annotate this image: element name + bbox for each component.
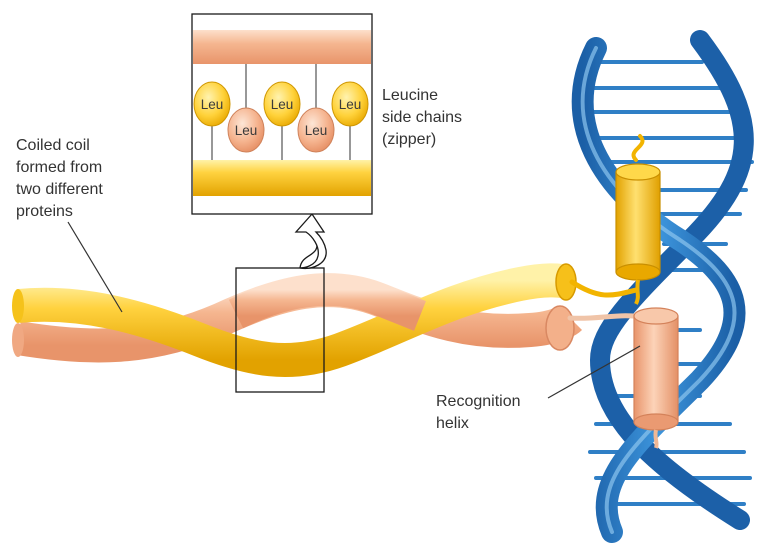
svg-text:two different: two different <box>16 181 103 198</box>
leu-residue-gold-2: Leu <box>263 81 301 127</box>
svg-text:Leu: Leu <box>235 123 258 138</box>
leu-residue-gold-3: Leu <box>331 81 369 127</box>
leu-residue-salmon-1: Leu <box>227 107 265 153</box>
zoom-region-box <box>235 267 325 393</box>
leu-residue-gold-1: Leu <box>193 81 231 127</box>
zoom-arrow <box>294 212 327 270</box>
label-leucine-side-chains: Leucine side chains (zipper) <box>382 87 462 148</box>
svg-text:Leu: Leu <box>271 97 294 112</box>
leader-line-coiled-coil <box>67 221 123 313</box>
salmon-helix-left-end <box>12 323 24 357</box>
svg-text:side chains: side chains <box>382 109 462 126</box>
dna-double-helix <box>571 30 754 543</box>
svg-text:Coiled coil: Coiled coil <box>16 137 90 154</box>
svg-text:Leu: Leu <box>339 97 362 112</box>
leu-residue-salmon-2: Leu <box>297 107 335 153</box>
coiled-coil <box>12 263 651 378</box>
gold-recognition-helix <box>615 134 661 305</box>
inset-salmon-helix <box>193 30 371 64</box>
gold-helix <box>16 263 572 378</box>
label-coiled-coil: Coiled coil formed from two different pr… <box>16 137 103 220</box>
leader-line-recognition-helix <box>547 345 641 399</box>
label-recognition-helix: Recognition helix <box>436 393 521 432</box>
svg-text:Leu: Leu <box>201 97 224 112</box>
svg-text:Recognition: Recognition <box>436 393 521 410</box>
svg-text:helix: helix <box>436 415 469 432</box>
svg-text:proteins: proteins <box>16 203 73 220</box>
leucine-zipper-inset: Leu Leu Leu Leu Leu <box>191 13 373 215</box>
gold-helix-left-end <box>12 289 24 323</box>
salmon-recognition-helix <box>633 307 679 449</box>
svg-text:Leucine: Leucine <box>382 87 438 104</box>
svg-text:Leu: Leu <box>305 123 328 138</box>
svg-text:(zipper): (zipper) <box>382 131 436 148</box>
salmon-helix-end-cap <box>545 305 575 351</box>
svg-text:formed from: formed from <box>16 159 102 176</box>
gold-linker <box>569 279 639 298</box>
inset-gold-helix <box>193 160 371 196</box>
